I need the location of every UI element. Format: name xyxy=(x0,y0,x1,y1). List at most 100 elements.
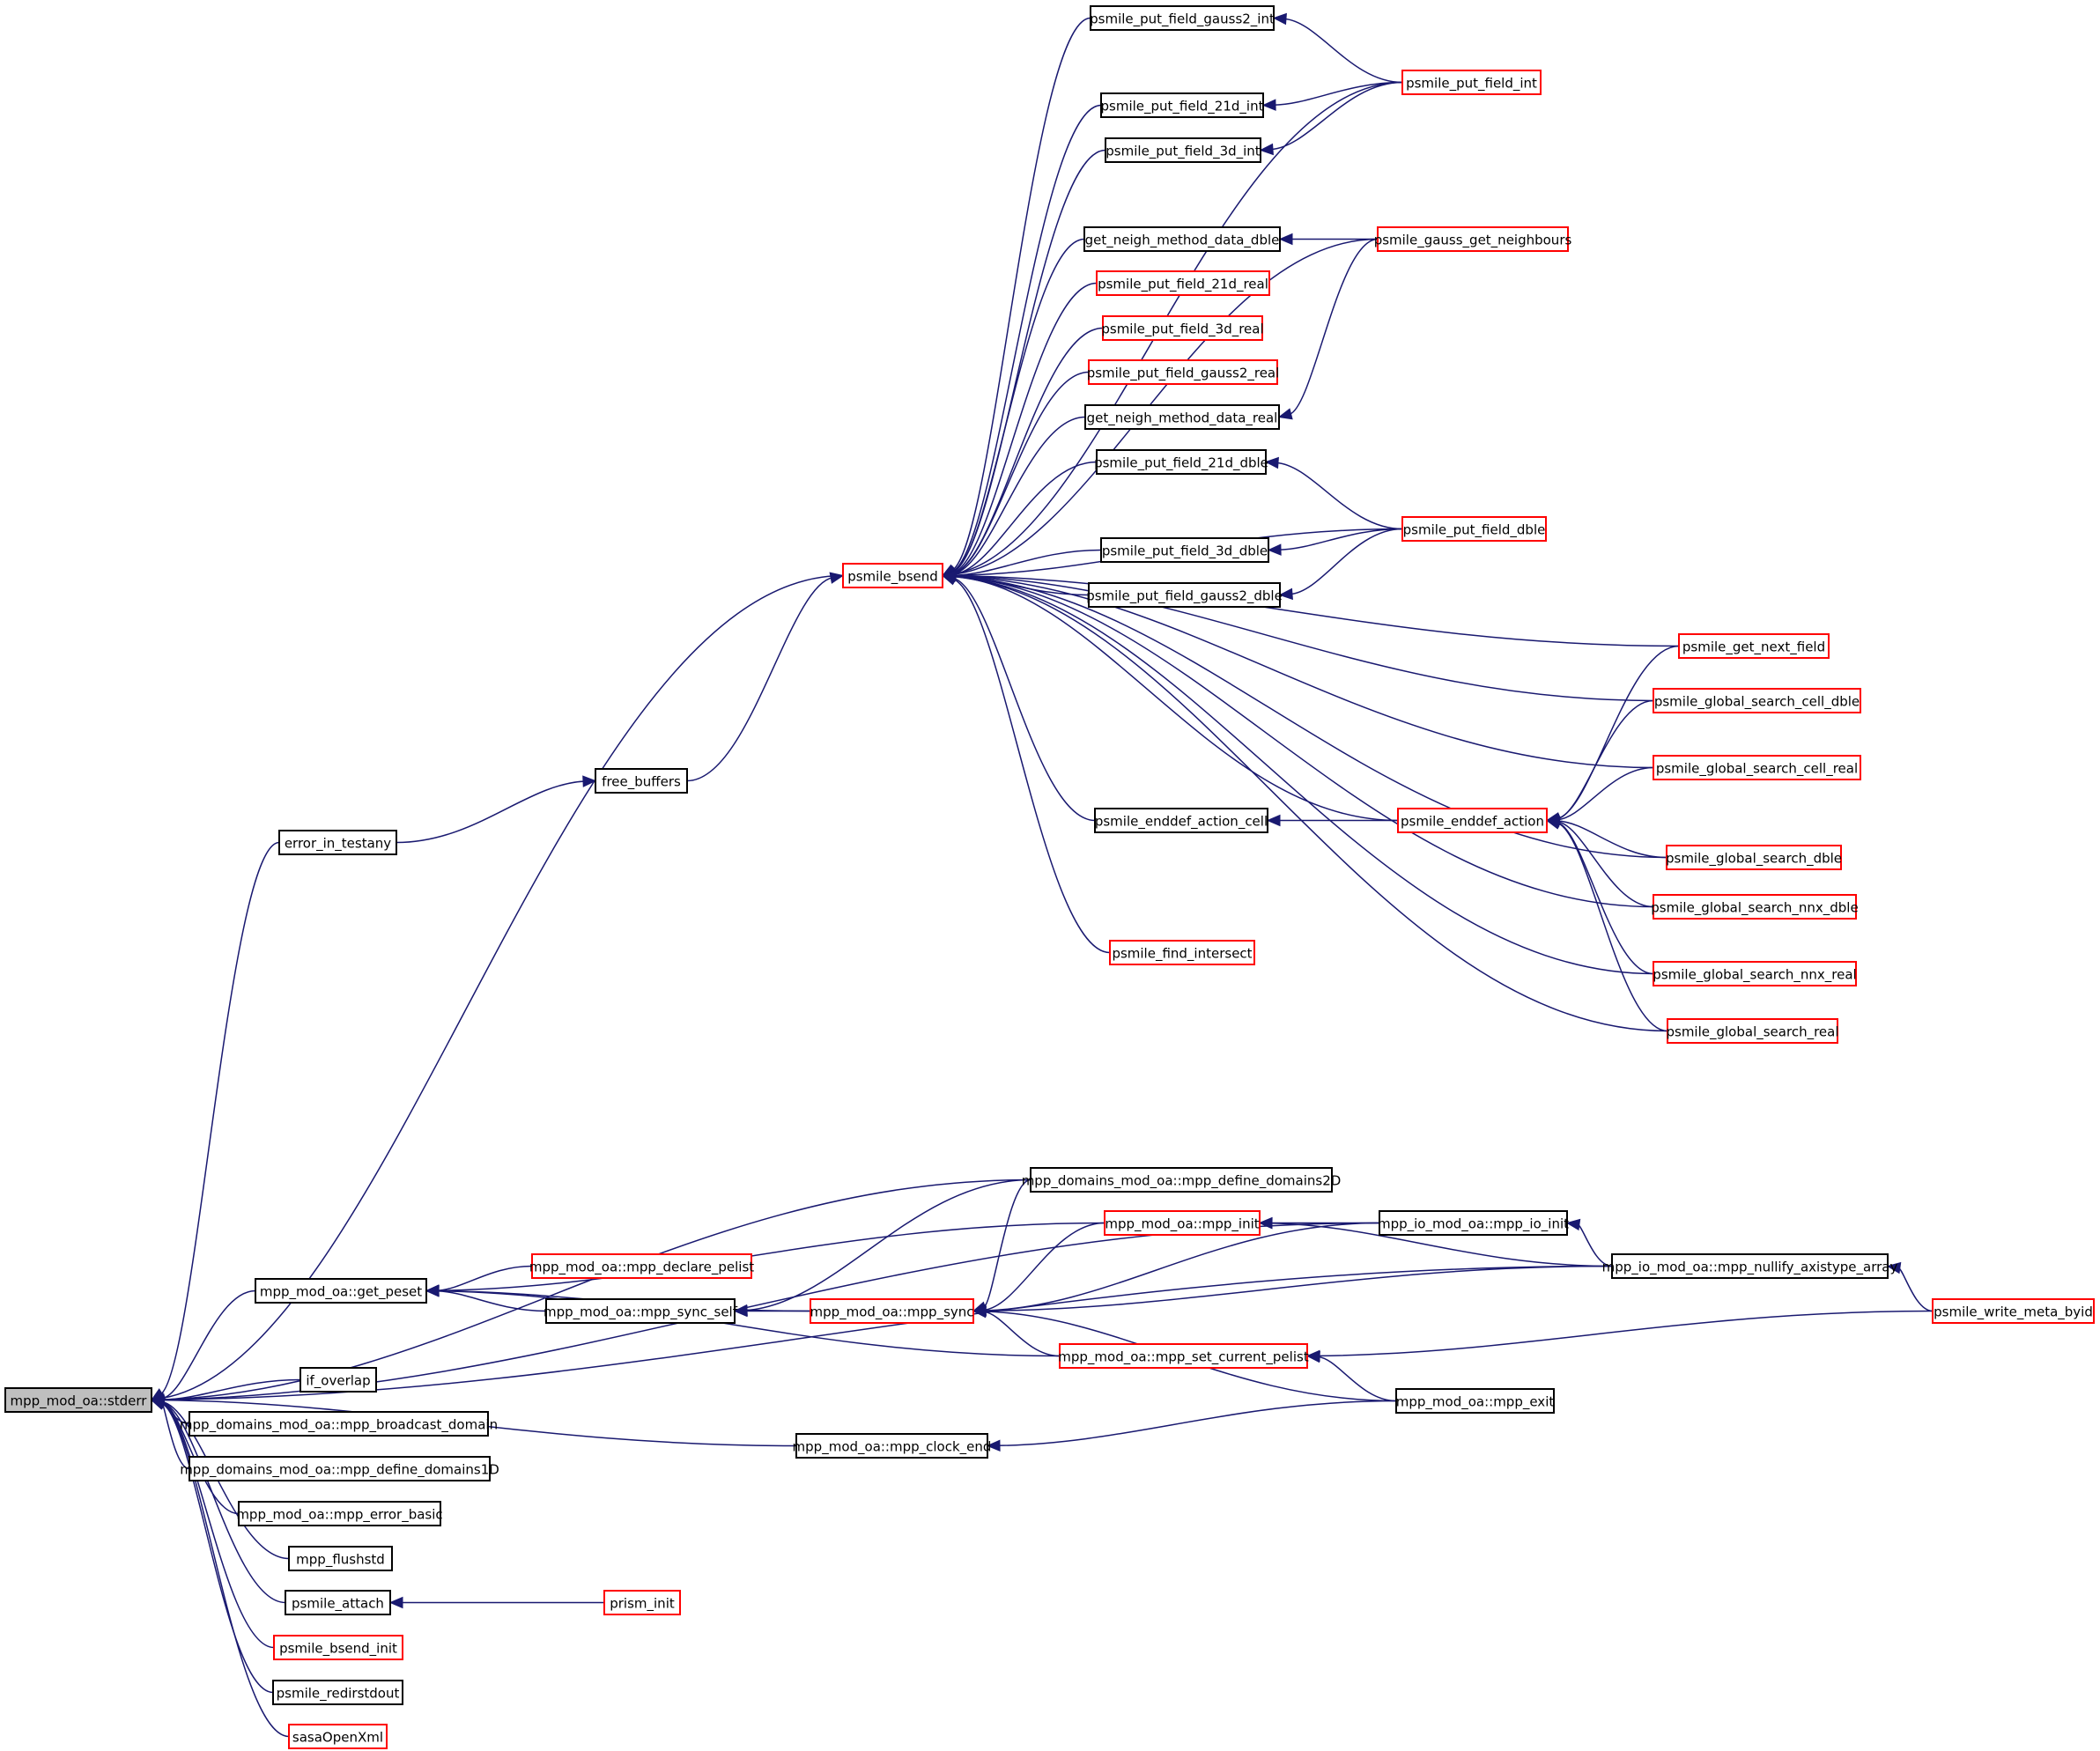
graph-node-n-enddef[interactable]: psmile_enddef_action xyxy=(1397,808,1548,833)
edge-arrowhead xyxy=(388,1596,403,1609)
graph-node-n-io-init[interactable]: mpp_io_mod_oa::mpp_io_init xyxy=(1378,1210,1569,1236)
graph-node-n-mpp-exit[interactable]: mpp_mod_oa::mpp_exit xyxy=(1395,1388,1555,1414)
edge-arrowhead xyxy=(150,1398,166,1410)
graph-node-n-3d-int[interactable]: psmile_put_field_3d_int xyxy=(1105,137,1261,163)
call-edge xyxy=(1557,645,1680,820)
graph-node-n-sync-self[interactable]: mpp_mod_oa::mpp_sync_self xyxy=(543,1298,738,1324)
edge-arrowhead xyxy=(1258,1216,1273,1230)
graph-node-n-gs-dble[interactable]: psmile_global_search_dble xyxy=(1666,845,1842,870)
graph-node-n-sync[interactable]: mpp_mod_oa::mpp_sync xyxy=(810,1298,974,1324)
graph-node-n-gauss2-int[interactable]: psmile_put_field_gauss2_int xyxy=(1090,5,1275,31)
graph-node-n-error-testany[interactable]: error_in_testany xyxy=(278,830,397,855)
graph-node-n-gs-nnx-real[interactable]: psmile_global_search_nnx_real xyxy=(1653,961,1857,986)
call-edge xyxy=(161,1402,290,1738)
node-label: psmile_enddef_action_cell xyxy=(1095,814,1268,831)
node-box xyxy=(1611,1253,1889,1279)
graph-node-n-find-intersect[interactable]: psmile_find_intersect xyxy=(1109,940,1255,965)
call-edge xyxy=(1317,1356,1397,1402)
graph-node-n-gs-nnx-dble[interactable]: psmile_global_search_nnx_dble xyxy=(1651,894,1859,920)
call-edge xyxy=(436,1265,533,1291)
node-label: psmile_put_field_21d_dble xyxy=(1094,455,1268,472)
node-box xyxy=(1395,1388,1555,1414)
call-edge xyxy=(952,574,1680,647)
node-label: psmile_put_field_21d_real xyxy=(1098,277,1268,293)
graph-node-n-next-field[interactable]: psmile_get_next_field xyxy=(1678,633,1830,659)
node-box xyxy=(285,1590,391,1615)
call-edge xyxy=(1290,528,1403,595)
graph-node-n-gs-cell-dble[interactable]: psmile_global_search_cell_dble xyxy=(1653,688,1861,713)
graph-node-n-get-peset[interactable]: mpp_mod_oa::get_peset xyxy=(255,1278,427,1304)
graph-node-n-put-int[interactable]: psmile_put_field_int xyxy=(1401,70,1542,95)
graph-node-n-write-meta[interactable]: psmile_write_meta_byid xyxy=(1932,1298,2095,1324)
graph-node-n-declare-pelist[interactable]: mpp_mod_oa::mpp_declare_pelist xyxy=(529,1253,754,1279)
graph-node-n-define-1d[interactable]: mpp_domains_mod_oa::mpp_define_domains1D xyxy=(180,1456,499,1481)
graph-node-n-mpp-init[interactable]: mpp_mod_oa::mpp_init xyxy=(1104,1210,1261,1236)
graph-node-n-set-pelist[interactable]: mpp_mod_oa::mpp_set_current_pelist xyxy=(1058,1343,1309,1369)
graph-node-n-nullify[interactable]: mpp_io_mod_oa::mpp_nullify_axistype_arra… xyxy=(1602,1253,1898,1279)
graph-node-n-3d-real[interactable]: psmile_put_field_3d_real xyxy=(1101,315,1264,341)
graph-node-n-gauss2-real[interactable]: psmile_put_field_gauss2_real xyxy=(1087,359,1280,385)
edge-arrowhead xyxy=(1305,1350,1320,1363)
graph-node-n-prism-init[interactable]: prism_init xyxy=(603,1590,681,1615)
node-label: sasaOpenXml xyxy=(292,1730,383,1746)
graph-node-n-broadcast[interactable]: mpp_domains_mod_oa::mpp_broadcast_domain xyxy=(180,1411,498,1437)
call-edge xyxy=(1278,528,1403,550)
graph-node-n-attach[interactable]: psmile_attach xyxy=(285,1590,391,1615)
node-label: mpp_mod_oa::get_peset xyxy=(260,1284,422,1301)
graph-node-n-enddef-cell[interactable]: psmile_enddef_action_cell xyxy=(1094,808,1268,833)
call-edge xyxy=(161,1402,274,1694)
graph-node-n-redirstdout[interactable]: psmile_redirstdout xyxy=(272,1680,403,1705)
edge-arrowhead xyxy=(1545,817,1561,830)
node-box xyxy=(1109,940,1255,965)
node-box xyxy=(545,1298,736,1324)
node-box xyxy=(603,1590,681,1615)
graph-node-n-gauss2-dble[interactable]: psmile_put_field_gauss2_dble xyxy=(1086,582,1283,608)
graph-node-n-bsend-init[interactable]: psmile_bsend_init xyxy=(273,1635,403,1660)
node-label: if_overlap xyxy=(306,1373,370,1390)
call-edge xyxy=(952,575,1667,859)
node-label: get_neigh_method_data_dble xyxy=(1085,233,1280,249)
graph-node-n-gs-real[interactable]: psmile_global_search_real xyxy=(1666,1018,1839,1044)
edge-arrowhead xyxy=(1259,143,1274,156)
edge-arrowhead xyxy=(1261,99,1276,111)
node-label: mpp_mod_oa::mpp_sync_self xyxy=(543,1304,738,1321)
call-edge xyxy=(983,1265,1613,1312)
graph-node-n-free-buffers[interactable]: free_buffers xyxy=(595,768,688,794)
node-box xyxy=(1102,315,1263,341)
call-edge xyxy=(952,575,1668,1032)
call-edge xyxy=(952,575,1399,822)
call-edge xyxy=(161,1401,286,1604)
graph-node-n-neigh-dble[interactable]: get_neigh_method_data_dble xyxy=(1083,226,1281,252)
node-label: psmile_bsend_init xyxy=(279,1641,397,1658)
node-box xyxy=(1090,5,1275,31)
node-label: mpp_domains_mod_oa::mpp_define_domains2D xyxy=(1022,1173,1342,1190)
call-edge xyxy=(997,1400,1397,1447)
graph-node-n-3d-dble[interactable]: psmile_put_field_3d_dble xyxy=(1100,537,1269,563)
node-label: mpp_io_mod_oa::mpp_io_init xyxy=(1378,1216,1569,1233)
graph-node-n-error-basic[interactable]: mpp_mod_oa::mpp_error_basic xyxy=(236,1501,443,1526)
graph-node-n-gs-cell-real[interactable]: psmile_global_search_cell_real xyxy=(1653,755,1861,780)
graph-node-n-if-overlap[interactable]: if_overlap xyxy=(299,1367,377,1393)
graph-node-n-21d-real[interactable]: psmile_put_field_21d_real xyxy=(1096,270,1270,296)
graph-node-root[interactable]: mpp_mod_oa::stderr xyxy=(4,1387,152,1413)
node-box xyxy=(1678,633,1830,659)
call-edge xyxy=(436,1222,1105,1292)
edge-arrowhead xyxy=(1886,1261,1902,1274)
graph-node-n-clock-end[interactable]: mpp_mod_oa::mpp_clock_end xyxy=(793,1433,992,1459)
graph-node-n-bsend[interactable]: psmile_bsend xyxy=(842,563,943,588)
graph-node-n-put-dble[interactable]: psmile_put_field_dble xyxy=(1401,516,1547,542)
graph-node-n-neigh-real[interactable]: get_neigh_method_data_real xyxy=(1084,404,1280,430)
graph-node-n-define-2d[interactable]: mpp_domains_mod_oa::mpp_define_domains2D xyxy=(1022,1167,1342,1193)
node-box xyxy=(278,830,397,855)
graph-node-n-gauss-neigh[interactable]: psmile_gauss_get_neighbours xyxy=(1374,226,1572,252)
node-box xyxy=(1088,359,1278,385)
call-edge xyxy=(952,575,1654,975)
call-edge xyxy=(952,575,1654,908)
graph-node-n-21d-int[interactable]: psmile_put_field_21d_int xyxy=(1100,92,1264,118)
graph-node-n-sasa[interactable]: sasaOpenXml xyxy=(288,1724,388,1749)
graph-node-n-21d-dble[interactable]: psmile_put_field_21d_dble xyxy=(1094,449,1268,475)
graph-node-n-flushstd[interactable]: mpp_flushstd xyxy=(288,1546,393,1571)
node-label: psmile_get_next_field xyxy=(1682,639,1825,656)
node-label: mpp_mod_oa::mpp_error_basic xyxy=(236,1507,442,1524)
node-box xyxy=(1653,755,1861,780)
